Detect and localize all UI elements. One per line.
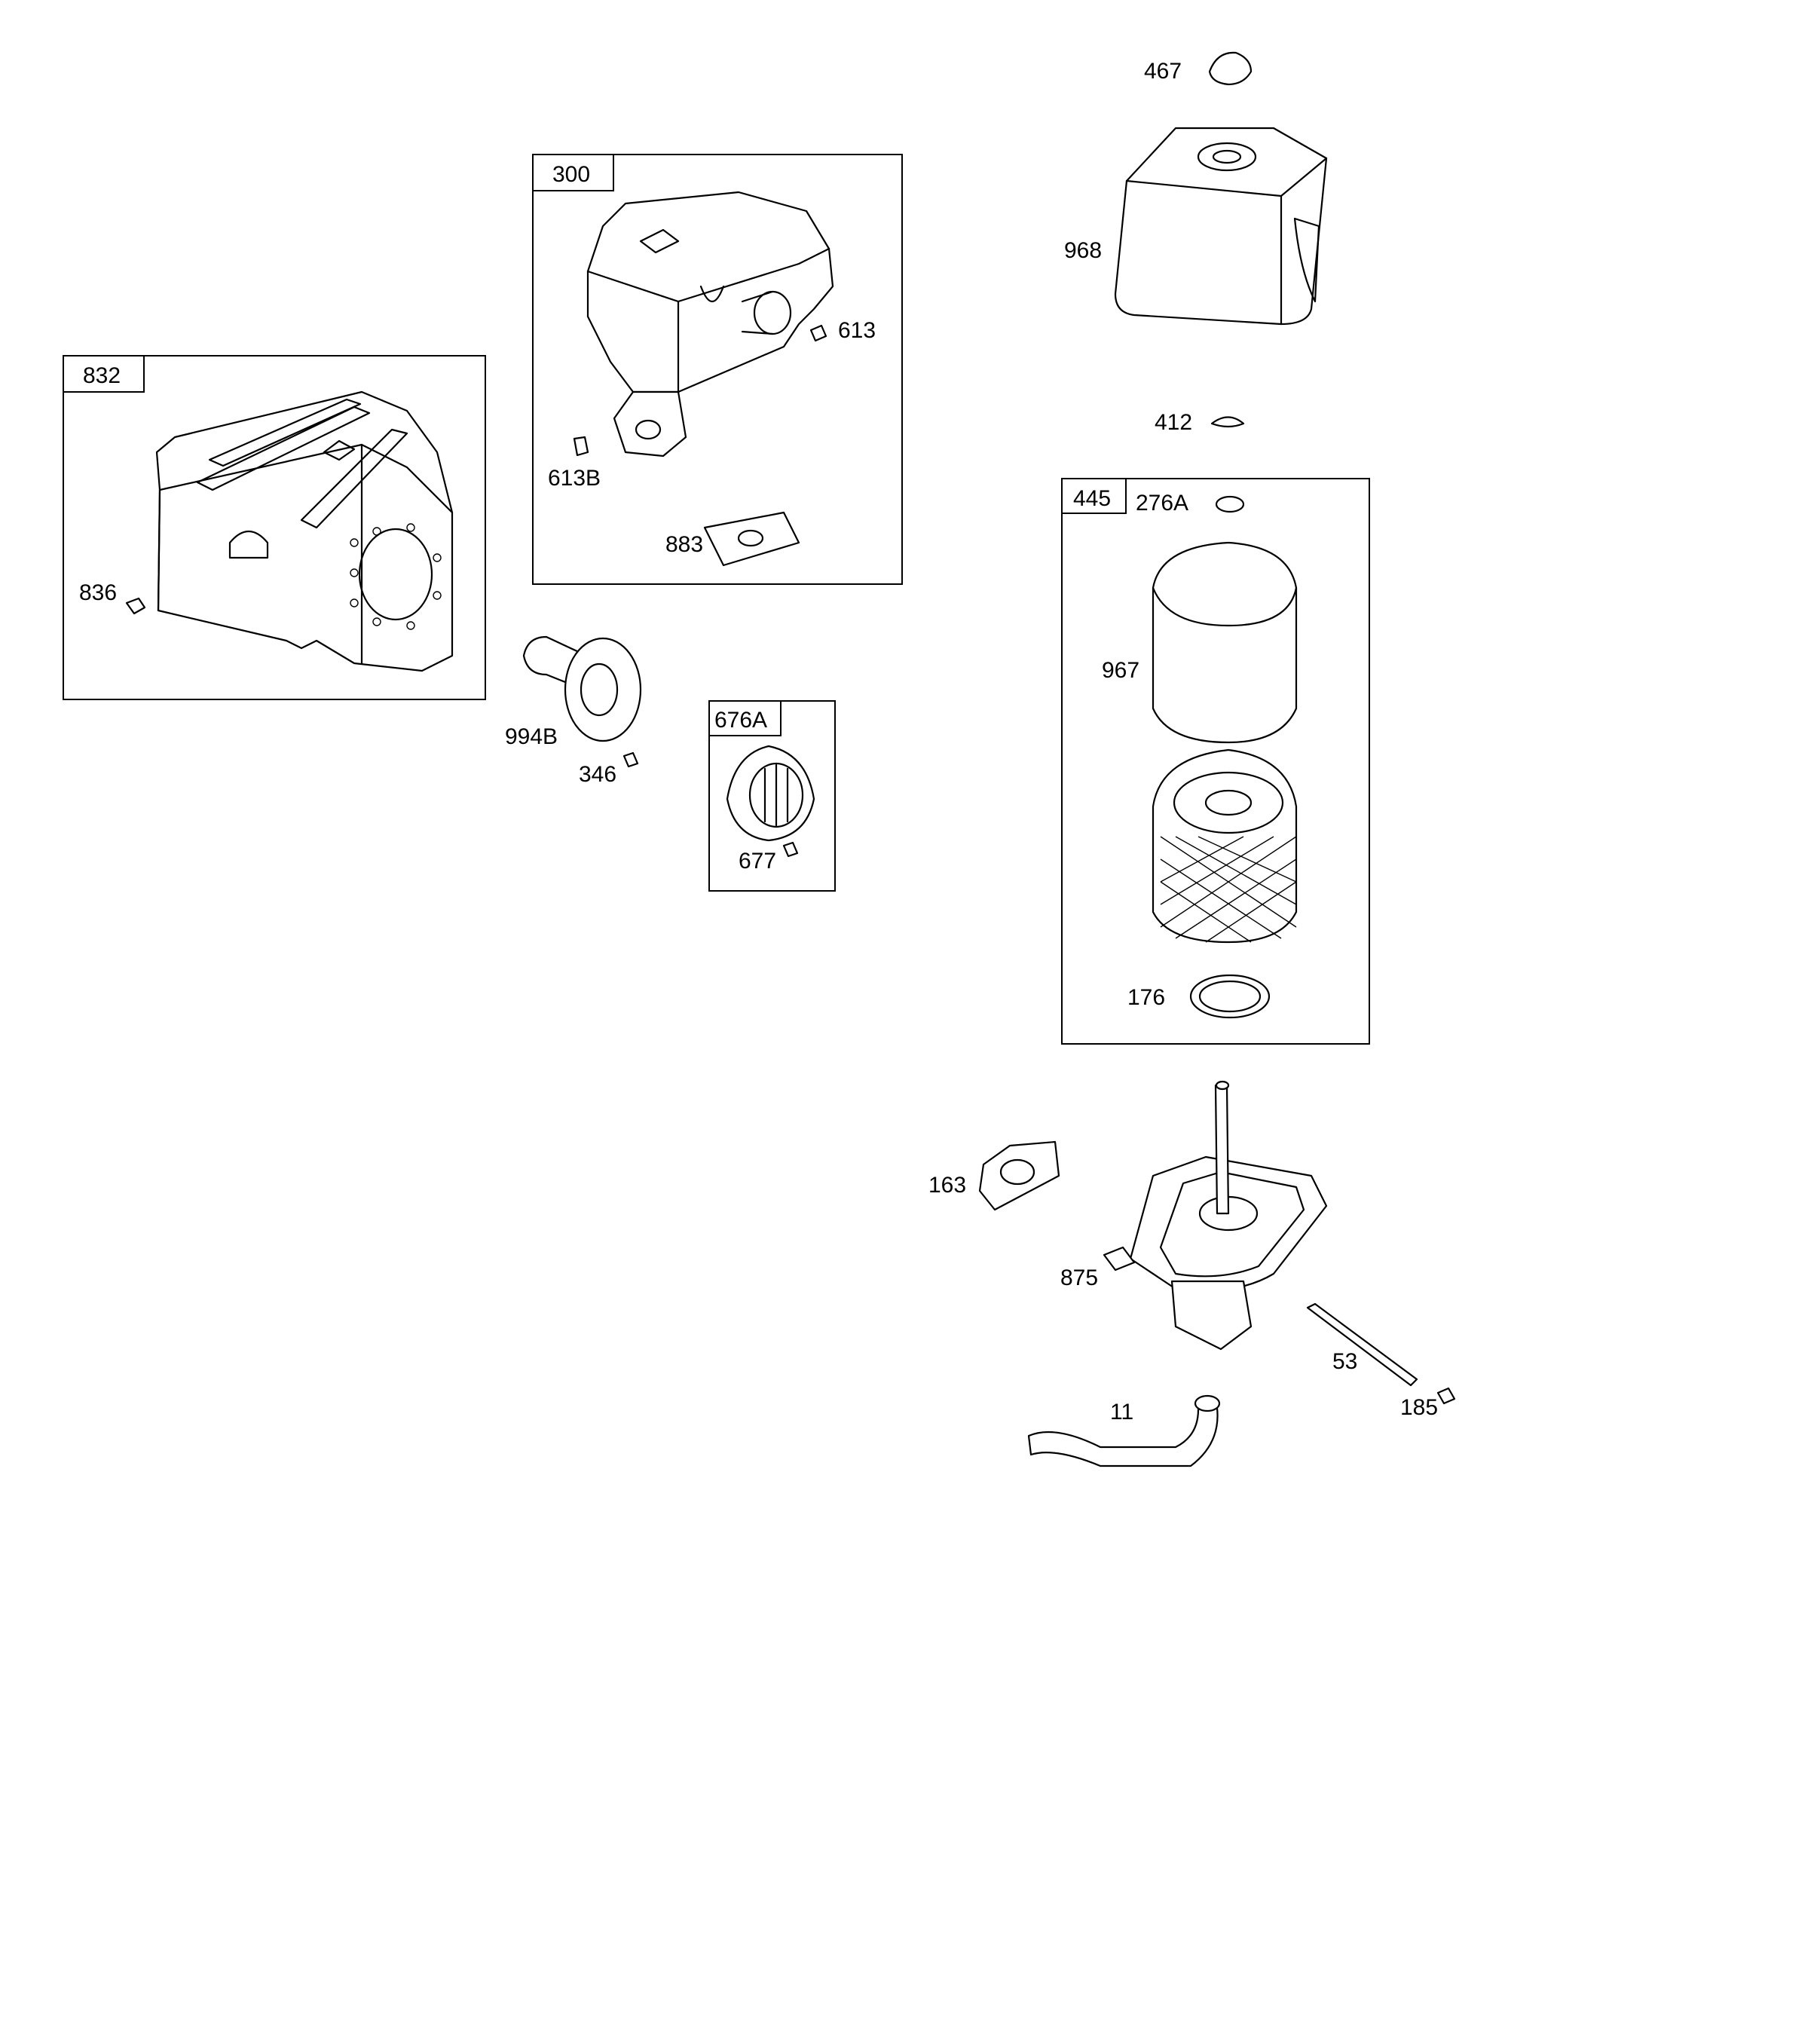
spark-arrester-drawing (726, 745, 815, 858)
part-label-967: 967 (1102, 658, 1140, 683)
part-label-677: 677 (739, 849, 777, 874)
part-label-412: 412 (1155, 410, 1193, 435)
part-label-185: 185 (1400, 1395, 1439, 1420)
part-label-883: 883 (665, 532, 704, 557)
part-label-276A: 276A (1136, 491, 1189, 516)
air-cleaner-cover-drawing (1114, 51, 1328, 428)
part-label-875: 875 (1060, 1265, 1099, 1290)
air-cleaner-base-drawing (978, 1080, 1456, 1467)
part-label-968: 968 (1064, 238, 1103, 263)
box-label-676A: 676A (714, 708, 768, 733)
muffler-guard-drawing (125, 390, 454, 672)
part-label-836: 836 (79, 580, 118, 605)
box-label-300: 300 (552, 162, 591, 187)
box-label-445: 445 (1073, 486, 1112, 511)
part-label-163: 163 (928, 1173, 967, 1198)
box-label-832: 832 (83, 363, 121, 388)
muffler-drawing (573, 191, 834, 567)
air-filter-drawing (1152, 495, 1298, 1019)
box-676A (708, 700, 836, 892)
part-label-346: 346 (579, 762, 617, 787)
deflector-drawing (522, 635, 642, 768)
box-300 (532, 154, 903, 585)
part-label-467: 467 (1144, 59, 1182, 84)
box-832 (63, 355, 486, 700)
part-label-613B: 613B (548, 466, 601, 491)
part-label-994B: 994B (505, 724, 558, 749)
part-label-176: 176 (1127, 985, 1166, 1010)
box-445 (1061, 478, 1370, 1045)
part-label-53: 53 (1332, 1349, 1358, 1374)
part-label-11: 11 (1110, 1400, 1134, 1424)
part-label-613: 613 (838, 318, 876, 343)
